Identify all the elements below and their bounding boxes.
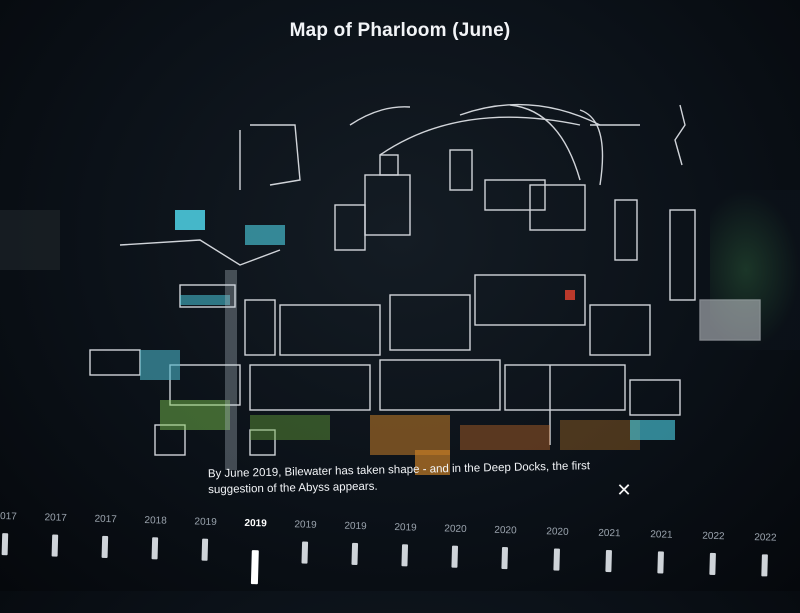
- timeline-year-label[interactable]: 2019: [294, 519, 317, 531]
- map-title: Map of Pharloom (June): [289, 20, 511, 41]
- background-panel: [0, 210, 60, 270]
- timeline-year-label[interactable]: 2019: [194, 516, 217, 529]
- close-icon[interactable]: ✕: [616, 480, 632, 500]
- timeline-tick[interactable]: [51, 534, 59, 557]
- timeline-tick[interactable]: [250, 550, 259, 585]
- timeline-year-label[interactable]: 2021: [650, 529, 673, 541]
- pharloom-map-image: [89, 103, 761, 475]
- timeline-tick[interactable]: [151, 537, 159, 560]
- timeline-year-label[interactable]: 2020: [494, 524, 517, 537]
- timeline-year-label[interactable]: 2018: [144, 515, 167, 527]
- timeline-tick[interactable]: [709, 552, 716, 576]
- timeline-year-label[interactable]: 2019: [244, 517, 267, 530]
- timeline-year-label[interactable]: 2020: [546, 526, 569, 538]
- timeline-year-label[interactable]: 2020: [444, 523, 467, 536]
- timeline-tick[interactable]: [501, 547, 509, 570]
- timeline-tick[interactable]: [761, 554, 768, 577]
- timeline-year-label[interactable]: 2022: [702, 530, 725, 543]
- timeline-tick[interactable]: [553, 548, 560, 571]
- timeline-tick[interactable]: [657, 551, 664, 574]
- timeline-tick[interactable]: [1, 533, 9, 556]
- timeline-tick[interactable]: [605, 549, 612, 573]
- timeline-year-label[interactable]: 2019: [394, 522, 417, 534]
- timeline-year-label[interactable]: 2022: [754, 532, 777, 544]
- timeline-year-label[interactable]: 2017: [44, 512, 67, 524]
- timeline-tick[interactable]: [401, 544, 409, 567]
- timeline-tick[interactable]: [301, 541, 309, 564]
- timeline-tick[interactable]: [351, 542, 359, 566]
- timeline-year-label[interactable]: 2021: [598, 527, 621, 540]
- timeline-tick[interactable]: [451, 545, 459, 568]
- timeline-tick[interactable]: [201, 538, 209, 561]
- timeline-year-label[interactable]: 2019: [344, 520, 367, 533]
- timeline-slider[interactable]: 2017 2017 2017 2018 2019 2019 2019 2019 2019 2020…: [0, 505, 800, 613]
- timeline-tick[interactable]: [101, 535, 109, 559]
- timeline-year-label[interactable]: 2017: [94, 513, 117, 526]
- timeline-year-label[interactable]: 2017: [0, 510, 17, 523]
